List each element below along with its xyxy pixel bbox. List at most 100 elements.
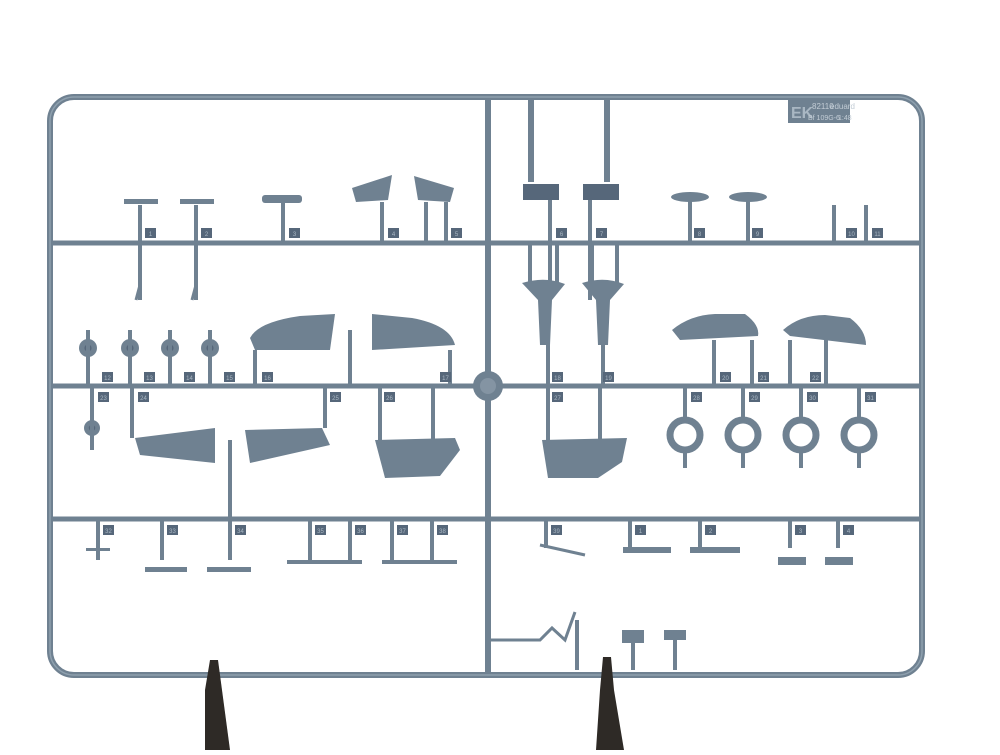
sprue-part bbox=[287, 560, 362, 564]
control-surface bbox=[414, 176, 454, 202]
part-number-tab bbox=[397, 525, 408, 535]
part-number-label: 19 bbox=[605, 376, 612, 382]
tire-part bbox=[666, 416, 704, 454]
part-number-tab bbox=[694, 228, 705, 238]
part-number-tab bbox=[720, 372, 731, 382]
part-number-label: 4 bbox=[847, 529, 851, 535]
part-number-label: 36 bbox=[357, 529, 364, 535]
part-number-label: 16 bbox=[264, 376, 271, 382]
part-number-tab bbox=[103, 525, 114, 535]
intake-part bbox=[522, 279, 565, 345]
part-number-label: 3 bbox=[293, 232, 297, 238]
intake-part bbox=[582, 279, 624, 345]
part-number-label: 24 bbox=[140, 396, 147, 402]
part-number-tab bbox=[603, 372, 614, 382]
tag-letters: EK bbox=[791, 105, 814, 122]
part-number-tab bbox=[795, 525, 806, 535]
part-number-tab bbox=[872, 228, 883, 238]
part-number-tab bbox=[102, 372, 113, 382]
part-number-tab bbox=[144, 372, 155, 382]
part-number-label: 34 bbox=[237, 529, 244, 535]
part-number-label: 2 bbox=[205, 232, 209, 238]
part-number-label: 3 bbox=[799, 529, 803, 535]
landing-gear-leg bbox=[134, 284, 142, 301]
wing-panel bbox=[372, 314, 455, 350]
landing-gear-leg bbox=[190, 284, 198, 301]
part-number-tab bbox=[384, 392, 395, 402]
part-number-label: 23 bbox=[100, 396, 107, 402]
top-pins bbox=[528, 100, 610, 182]
part-number-label: 35 bbox=[317, 529, 324, 535]
part-number-tab bbox=[749, 392, 760, 402]
part-number-label: 38 bbox=[439, 529, 446, 535]
part-number-label: 22 bbox=[812, 376, 819, 382]
flap-part bbox=[375, 438, 460, 478]
sprue-part bbox=[825, 557, 853, 565]
part-number-tab bbox=[437, 525, 448, 535]
sprue-part bbox=[778, 557, 806, 565]
part-number-tab bbox=[556, 228, 567, 238]
wing-panel bbox=[245, 428, 330, 463]
part-number-tab bbox=[235, 525, 246, 535]
cowling-part bbox=[783, 315, 866, 345]
part-number-tab bbox=[98, 392, 109, 402]
part-number-tab bbox=[138, 392, 149, 402]
part-number-label: 26 bbox=[386, 396, 393, 402]
part-number-tab bbox=[262, 372, 273, 382]
part-number-label: 25 bbox=[332, 396, 339, 402]
flap-part bbox=[542, 438, 627, 478]
wire-part bbox=[490, 611, 577, 643]
part-number-tab bbox=[145, 228, 156, 238]
part-number-label: 11 bbox=[874, 232, 881, 238]
tire-part bbox=[840, 416, 878, 454]
part-number-tab bbox=[846, 228, 857, 238]
part-number-label: 39 bbox=[553, 529, 560, 535]
wing-panel bbox=[250, 314, 335, 350]
part-number-tab bbox=[440, 372, 451, 382]
part-number-label: 15 bbox=[226, 376, 233, 382]
part-number-label: 8 bbox=[698, 232, 702, 238]
part-number-label: 31 bbox=[867, 396, 874, 402]
cowling-part bbox=[672, 314, 759, 340]
part-number-label: 28 bbox=[693, 396, 700, 402]
part-number-label: 37 bbox=[399, 529, 406, 535]
tag-line2: Bf 109G-6 bbox=[808, 115, 840, 122]
sprue-part bbox=[664, 630, 686, 640]
bracket-part bbox=[583, 184, 619, 200]
sprue-part bbox=[623, 547, 671, 553]
part-number-label: 2 bbox=[709, 529, 713, 535]
part-number-tab bbox=[691, 392, 702, 402]
sprue-part bbox=[539, 543, 586, 557]
part-number-tab bbox=[289, 228, 300, 238]
kit-tag: EK 82110 eduard Bf 109G-6 1:48 bbox=[788, 99, 855, 123]
part-number-label: 33 bbox=[169, 529, 176, 535]
part-number-label: 1 bbox=[149, 232, 153, 238]
sprue-part bbox=[382, 560, 457, 564]
part-number-tab bbox=[184, 372, 195, 382]
part-number-tab bbox=[705, 525, 716, 535]
part-number-label: 13 bbox=[146, 376, 153, 382]
landing-gear-leg bbox=[180, 199, 214, 204]
part-number-tab bbox=[552, 392, 563, 402]
control-surface bbox=[352, 175, 392, 202]
part-number-tab bbox=[865, 392, 876, 402]
sprue-part bbox=[145, 567, 187, 572]
wing-panel bbox=[135, 428, 215, 463]
part-number-label: 9 bbox=[756, 232, 760, 238]
part-number-tab bbox=[551, 525, 562, 535]
tag-brand: eduard bbox=[830, 102, 855, 111]
part-number-label: 27 bbox=[554, 396, 561, 402]
part-number-tab bbox=[388, 228, 399, 238]
part-number-tab bbox=[355, 525, 366, 535]
part-number-tab bbox=[807, 392, 818, 402]
part-number-label: 32 bbox=[105, 529, 112, 535]
bracket-part bbox=[523, 184, 559, 200]
sprue-part bbox=[690, 547, 740, 553]
tag-code: 82110 bbox=[812, 102, 834, 111]
part-number-tab bbox=[201, 228, 212, 238]
part-number-tab bbox=[752, 228, 763, 238]
part-number-label: 10 bbox=[848, 232, 855, 238]
sprue-part bbox=[262, 195, 302, 203]
